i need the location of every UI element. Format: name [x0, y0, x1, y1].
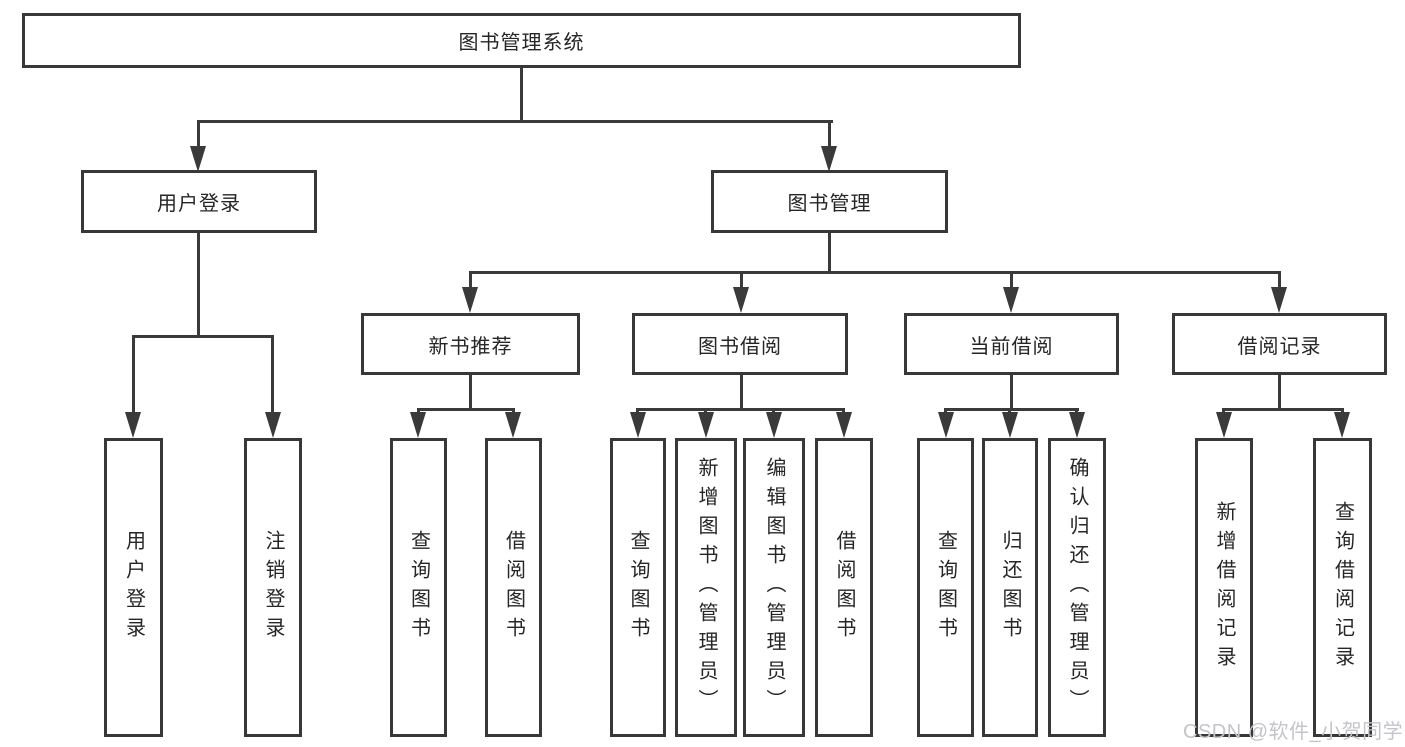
connector-line	[469, 271, 472, 289]
leaf-label: 确认归还（管理员）	[1066, 457, 1088, 718]
leaf-add-books-admin: 新增图书（管理员）	[675, 438, 737, 737]
node-label: 图书管理系统	[458, 32, 585, 54]
connector-line	[197, 120, 833, 123]
arrow-down-icon	[462, 287, 478, 313]
arrow-down-icon	[1271, 287, 1287, 313]
arrow-down-icon	[1069, 412, 1085, 438]
arrow-down-icon	[733, 287, 749, 313]
connector-line	[132, 335, 135, 415]
connector-line	[1010, 375, 1013, 408]
leaf-add-borrow-record: 新增借阅记录	[1195, 438, 1253, 737]
leaf-label: 用户登录	[122, 529, 145, 646]
node-book-borrow: 图书借阅	[632, 313, 848, 375]
leaf-label: 新增图书（管理员）	[695, 457, 717, 718]
node-label: 借阅记录	[1237, 335, 1322, 358]
connector-line	[772, 408, 775, 414]
node-borrow-records: 借阅记录	[1172, 313, 1387, 375]
arrow-down-icon	[630, 412, 646, 438]
arrow-down-icon	[1003, 287, 1019, 313]
arrow-down-icon	[766, 412, 782, 438]
arrow-down-icon	[1334, 412, 1350, 438]
arrow-down-icon	[1002, 412, 1018, 438]
connector-line	[636, 408, 639, 414]
arrow-down-icon	[821, 146, 837, 172]
connector-line	[469, 271, 1281, 274]
connector-line	[1278, 271, 1281, 289]
connector-line	[469, 375, 472, 408]
connector-line	[512, 408, 515, 414]
leaf-logout-login: 注销登录	[244, 438, 302, 737]
arrow-down-icon	[505, 412, 521, 438]
leaf-query-books-recommend: 查询图书	[390, 438, 447, 737]
node-label: 当前借阅	[969, 335, 1054, 358]
leaf-label: 查询图书	[627, 529, 649, 646]
node-label: 用户登录	[157, 193, 241, 215]
connector-line	[520, 68, 523, 120]
arrow-down-icon	[836, 412, 852, 438]
watermark: CSDN @软件_小贺同学	[1183, 721, 1404, 743]
connector-line	[1278, 375, 1281, 408]
connector-line	[740, 375, 743, 408]
connector-line	[842, 408, 845, 414]
leaf-label: 归还图书	[999, 529, 1021, 646]
leaf-query-borrow-record: 查询借阅记录	[1313, 438, 1372, 737]
arrow-down-icon	[125, 412, 141, 438]
connector-line	[704, 408, 707, 414]
connector-line	[417, 408, 515, 411]
leaf-return-books: 归还图书	[982, 438, 1038, 737]
node-user-login: 用户登录	[81, 170, 317, 233]
connector-line	[740, 271, 743, 289]
connector-line	[132, 335, 274, 338]
connector-line	[271, 335, 274, 415]
arrow-down-icon	[190, 146, 206, 172]
connector-line	[1341, 408, 1344, 414]
leaf-label: 编辑图书（管理员）	[763, 457, 785, 718]
leaf-label: 新增借阅记录	[1213, 500, 1235, 675]
leaf-borrow-books-recommend: 借阅图书	[485, 438, 542, 737]
connector-line	[1222, 408, 1344, 411]
connector-line	[828, 120, 831, 152]
node-label: 新书推荐	[428, 335, 513, 358]
connector-line	[944, 408, 947, 414]
arrow-down-icon	[938, 412, 954, 438]
connector-line	[1075, 408, 1078, 414]
node-label: 图书管理	[787, 193, 872, 215]
connector-line	[1222, 408, 1225, 414]
leaf-label: 查询借阅记录	[1331, 500, 1354, 675]
node-new-book-recommend: 新书推荐	[361, 313, 580, 375]
leaf-borrow-books-borrow: 借阅图书	[815, 438, 873, 737]
node-label: 图书借阅	[698, 335, 782, 358]
connector-line	[637, 408, 844, 411]
connector-line	[197, 233, 200, 335]
arrow-down-icon	[265, 412, 281, 438]
connector-line	[1008, 408, 1011, 414]
leaf-label: 注销登录	[262, 529, 284, 646]
arrow-down-icon	[1216, 412, 1232, 438]
connector-line	[828, 233, 831, 271]
leaf-label: 借阅图书	[833, 529, 855, 646]
arrow-down-icon	[410, 412, 426, 438]
leaf-query-books-current: 查询图书	[917, 438, 974, 737]
connector-line	[417, 408, 420, 414]
node-book-management: 图书管理	[711, 170, 948, 233]
connector-line	[944, 408, 1079, 411]
leaf-edit-books-admin: 编辑图书（管理员）	[743, 438, 805, 737]
node-library-system: 图书管理系统	[22, 13, 1021, 68]
leaf-confirm-return-admin: 确认归还（管理员）	[1048, 438, 1106, 737]
node-current-borrow: 当前借阅	[904, 313, 1119, 375]
leaf-label: 查询图书	[934, 529, 957, 646]
leaf-user-login: 用户登录	[104, 438, 163, 737]
connector-line	[1010, 271, 1013, 289]
leaf-label: 借阅图书	[502, 529, 525, 646]
leaf-label: 查询图书	[407, 529, 430, 646]
leaf-query-books-borrow: 查询图书	[610, 438, 666, 737]
arrow-down-icon	[698, 412, 714, 438]
connector-line	[197, 120, 200, 152]
